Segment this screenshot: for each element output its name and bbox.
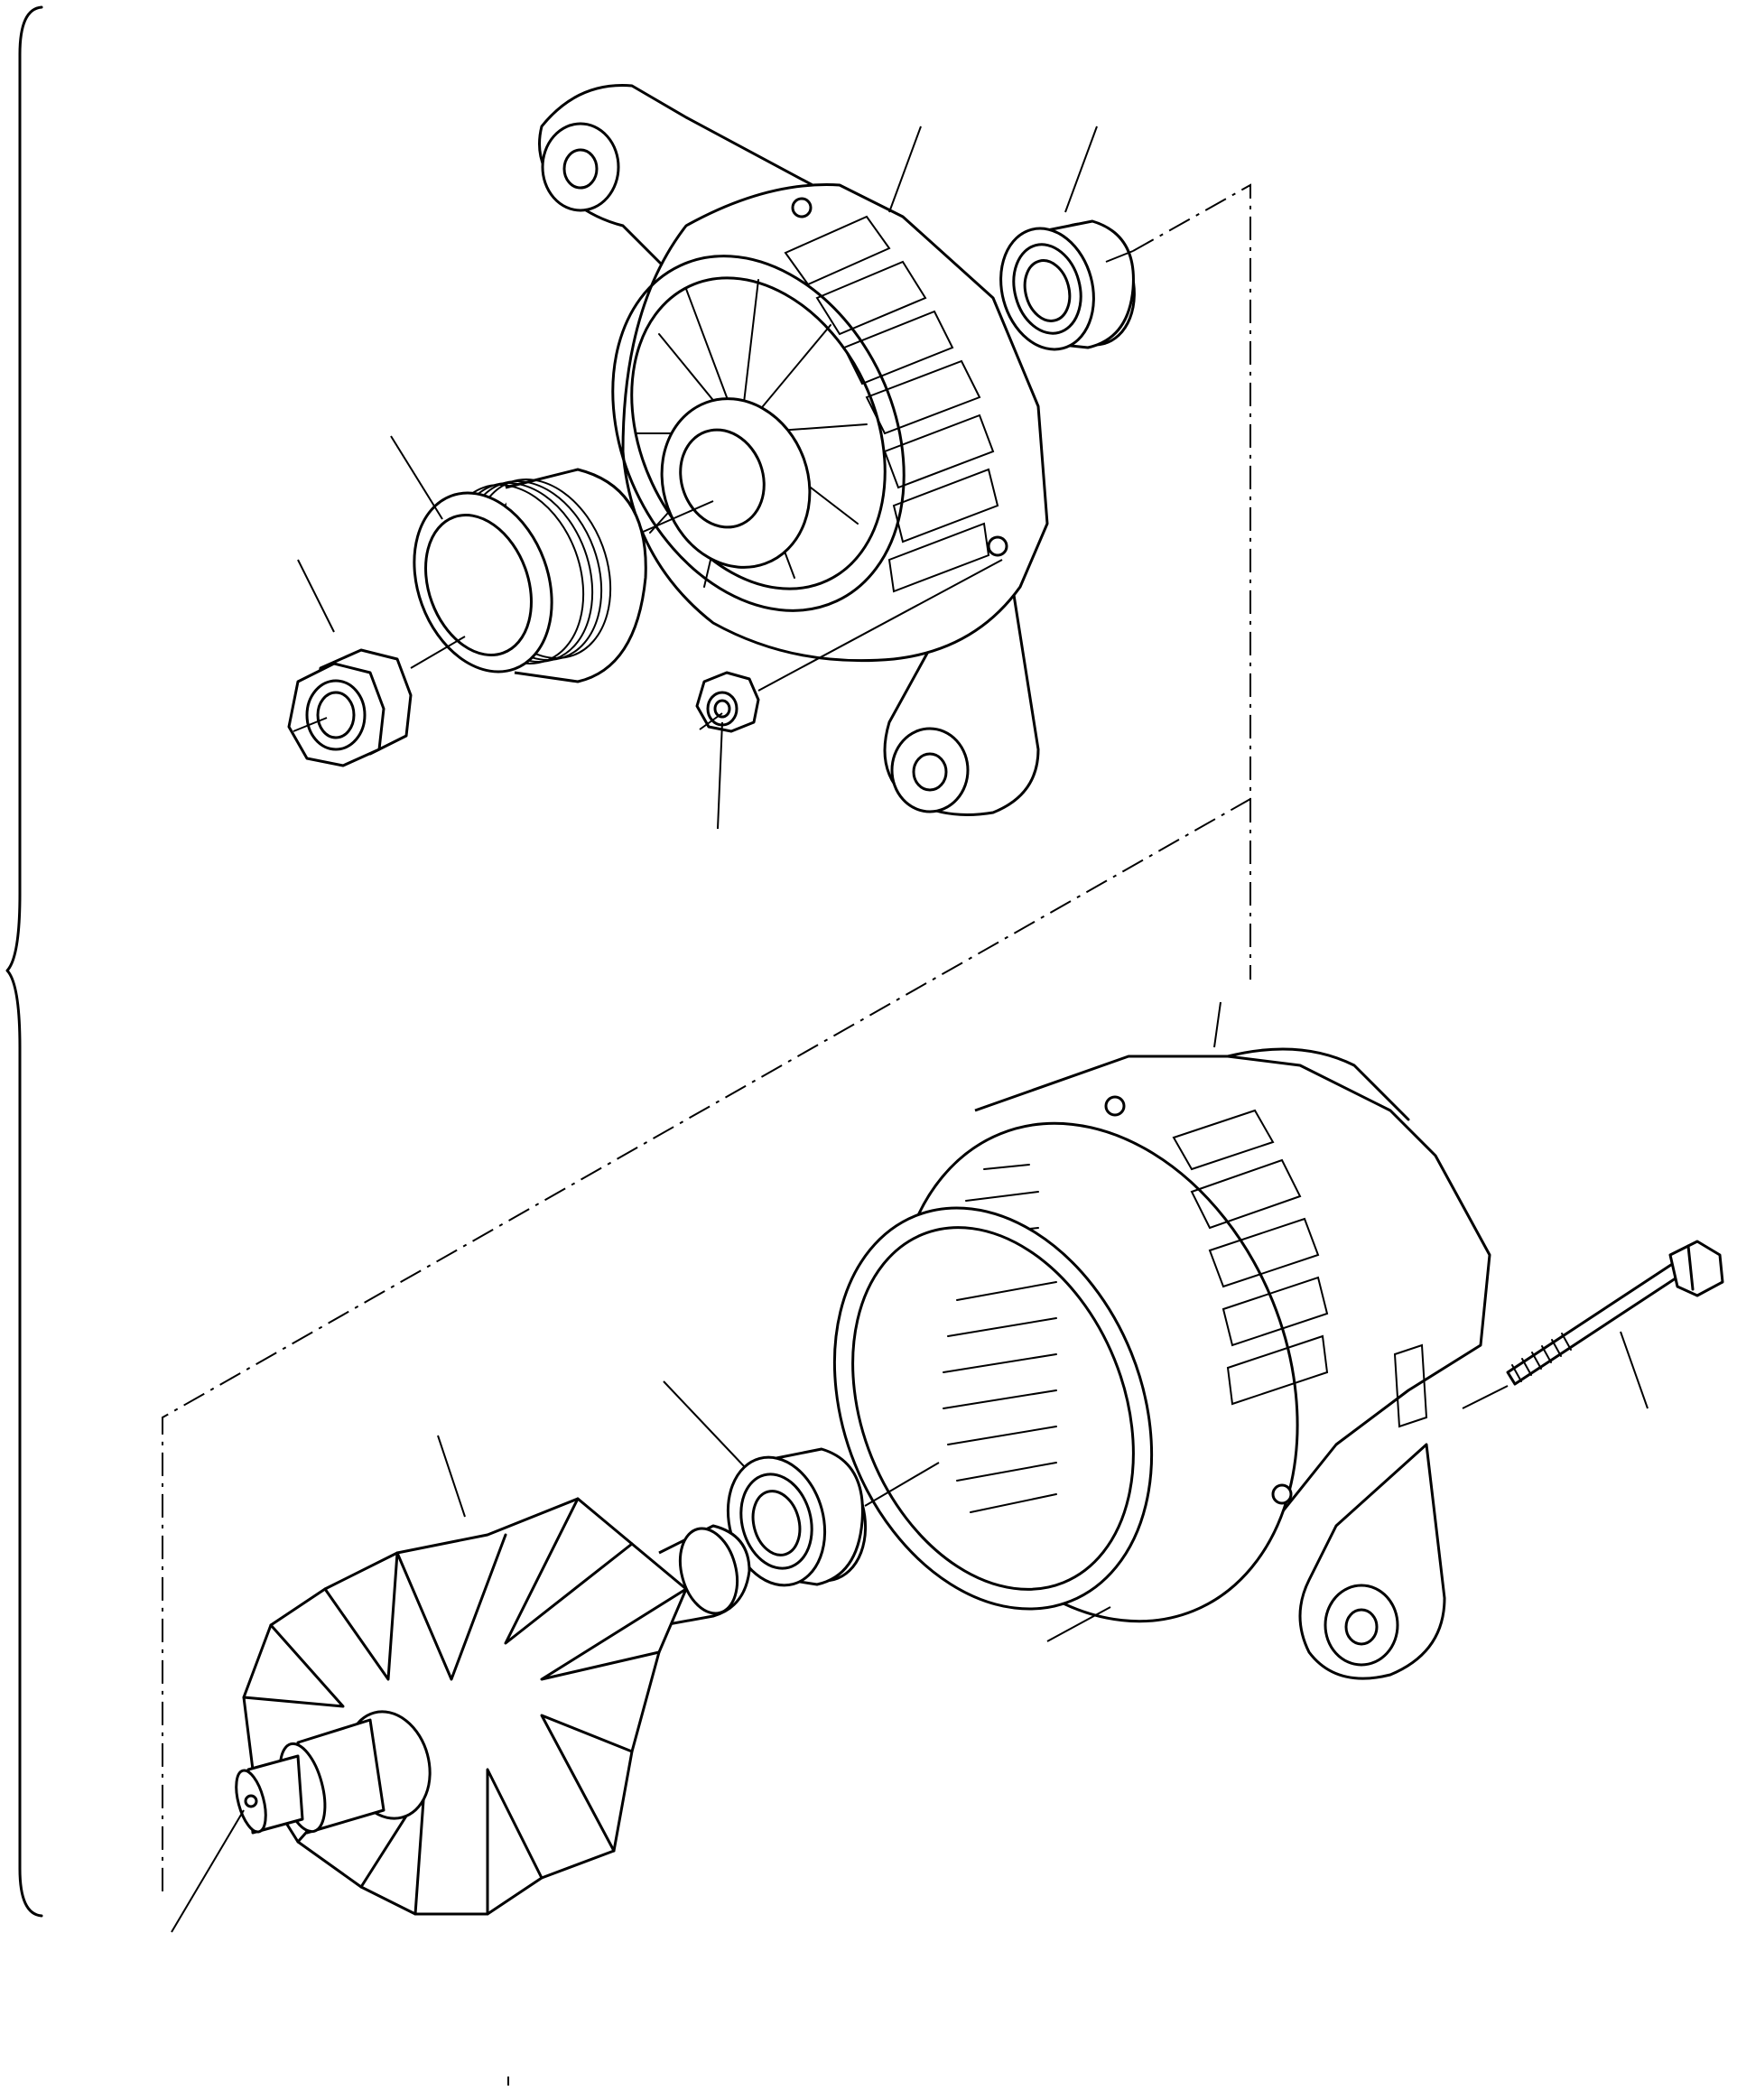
rotor-icon (235, 1497, 751, 1916)
bolt-icon (1506, 1240, 1724, 1386)
group-brace (5, 5, 43, 1918)
assembly-boundary (162, 183, 1251, 1896)
bearing-icon (999, 219, 1136, 351)
rear-bearing-icon (726, 1447, 868, 1587)
pulley-icon (413, 468, 647, 683)
flange-nut-icon (695, 671, 760, 733)
hex-nut-icon (287, 648, 413, 767)
stator-housing-icon (832, 1047, 1491, 1680)
front-housing-icon (538, 84, 1049, 816)
leader-lines (171, 125, 1649, 2086)
